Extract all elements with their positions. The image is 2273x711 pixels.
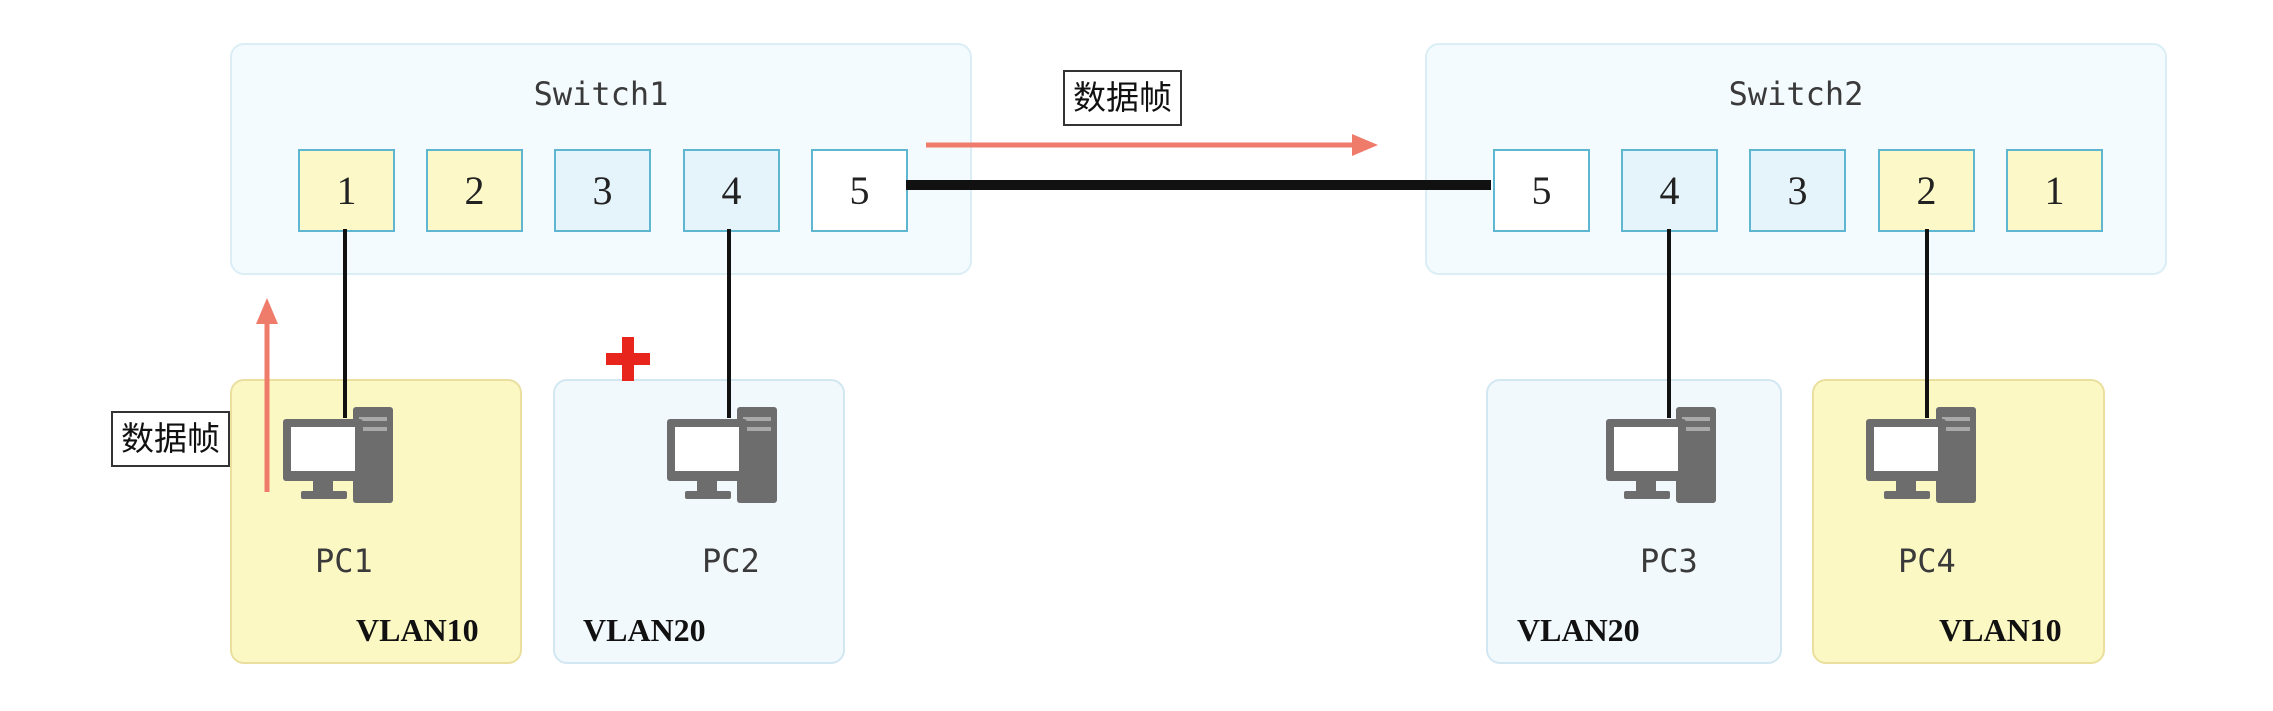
red-cross-icon [606,337,650,381]
frame-label-top: 数据帧 [1063,70,1182,126]
switch2-port-2: 2 [1878,149,1975,232]
pc3-label: PC3 [1640,542,1698,580]
pc4-vlan-label: VLAN10 [1939,612,2062,648]
switch2-port-5: 5 [1493,149,1590,232]
switch2-title: Switch2 [1728,75,1864,113]
pc2-vlan-label: VLAN20 [583,612,706,648]
pc3-vlan-label: VLAN20 [1517,612,1640,648]
computer-icon [283,407,393,503]
switch1-box: Switch1 1 2 3 4 5 [230,43,972,275]
switch2-port-4: 4 [1621,149,1718,232]
pc1-label: PC1 [315,542,373,580]
arrow-up-icon [256,298,278,492]
computer-icon [667,407,777,503]
arrow-right-icon [926,134,1378,156]
computer-icon [1606,407,1716,503]
switch2-port-1: 1 [2006,149,2103,232]
switch1-port-4: 4 [683,149,780,232]
pc2-label: PC2 [702,542,760,580]
frame-label-left: 数据帧 [111,411,230,467]
switch2-port-3: 3 [1749,149,1846,232]
computer-icon [1866,407,1976,503]
switch1-port-2: 2 [426,149,523,232]
pc1-vlan-label: VLAN10 [356,612,479,648]
pc4-label: PC4 [1898,542,1956,580]
switch1-port-5: 5 [811,149,908,232]
switch1-title: Switch1 [533,75,669,113]
switch2-box: Switch2 5 4 3 2 1 [1425,43,2167,275]
switch1-port-3: 3 [554,149,651,232]
